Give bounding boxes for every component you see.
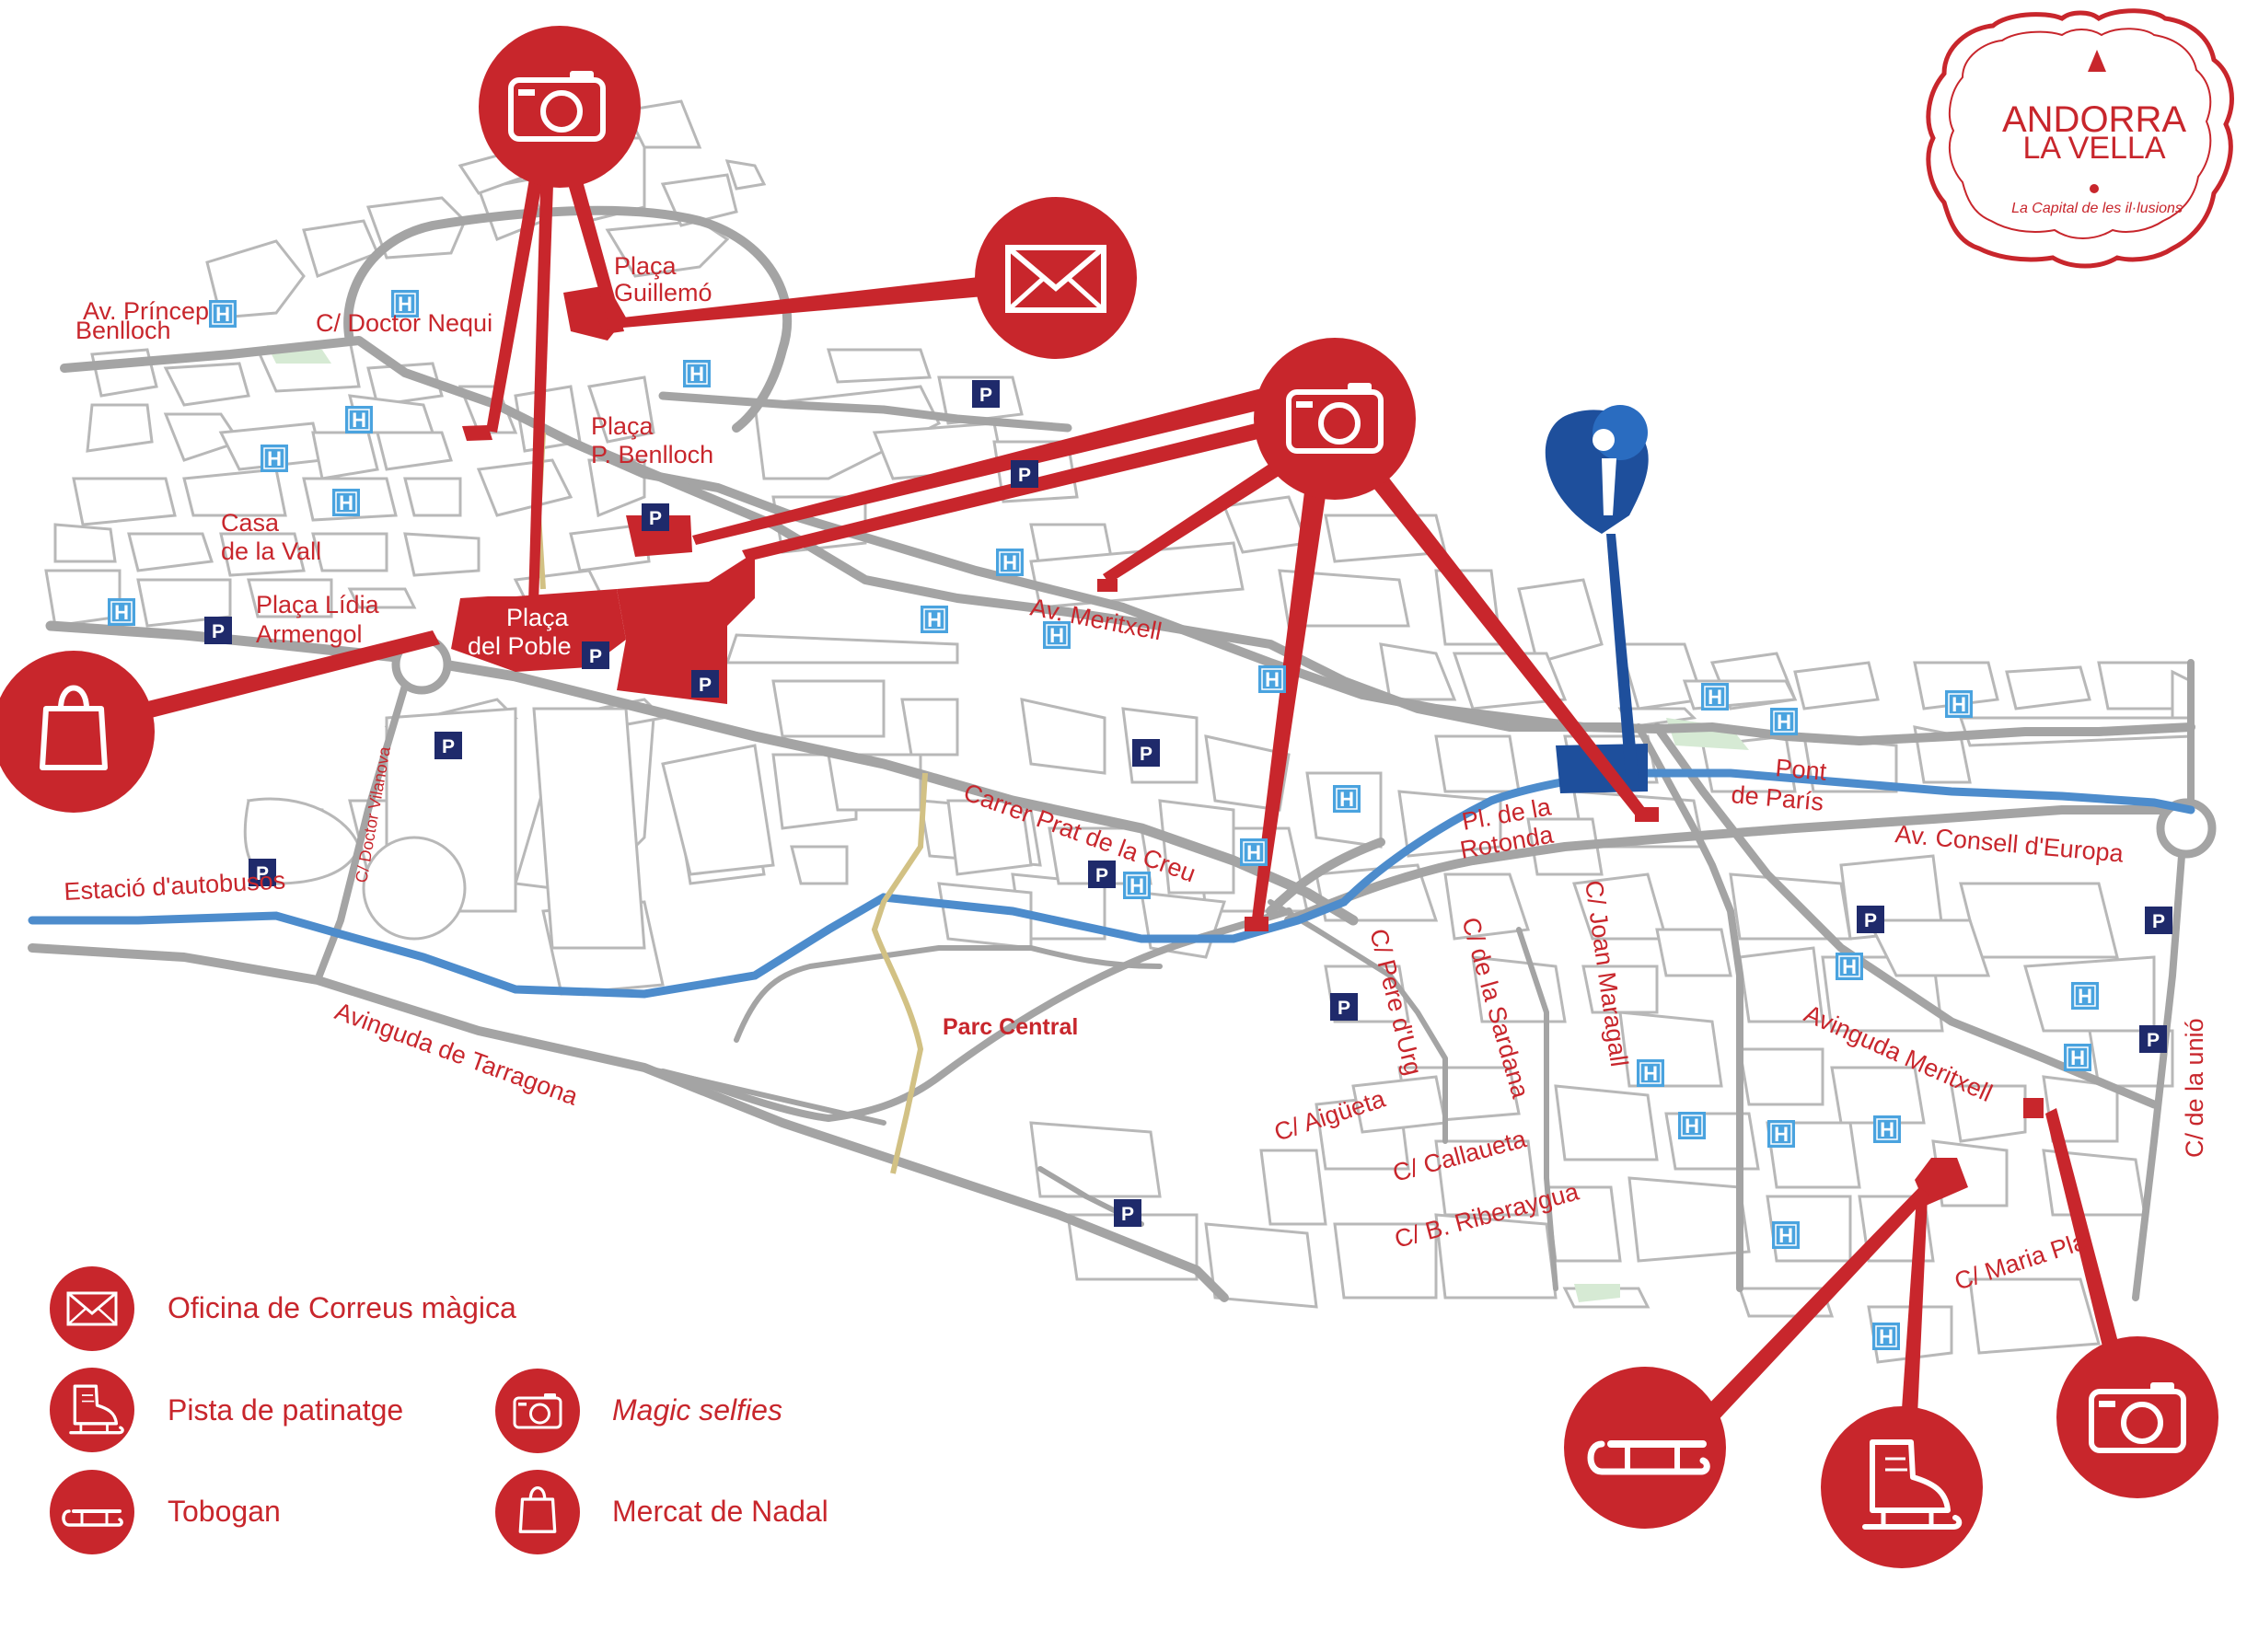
legend-item-correus: Oficina de Correus màgica [50,1266,516,1351]
hotel-icon [260,444,289,473]
camera-marker[interactable] [2056,1336,2218,1498]
footpath [871,772,928,1174]
legend-item-selfies: Magic selfies [495,1369,782,1453]
parking-icon [1114,1199,1141,1227]
hotel-icon [1771,1220,1801,1250]
hotel-icon [1239,838,1268,867]
red-marker [2023,1098,2044,1118]
label-placa-lidia: Plaça Lídia [256,591,380,618]
parking-icon [2145,907,2172,934]
hotel-icon [208,299,237,329]
hotel-icon [1700,682,1730,711]
hotel-icon [1944,689,1974,719]
hotel-icon [1872,1115,1902,1144]
logo-line-1: ANDORRA [2002,99,2186,140]
parking-icon [204,617,232,644]
label-av-princep: Benlloch [75,317,171,344]
hotel-icon [1766,1119,1796,1149]
parking-icon [434,732,462,759]
legend-label: Oficina de Correus màgica [168,1291,516,1324]
parking-icon [1088,861,1116,888]
legend-label: Mercat de Nadal [612,1495,828,1528]
parking-icon [642,503,669,531]
shopping-bag-marker[interactable] [0,651,155,813]
label-parc-central: Parc Central [943,1014,1078,1040]
label-doctor-nequi: C/ Doctor Nequi [316,309,492,337]
label-placa-guillemo: Guillemó [614,279,712,306]
sled-marker[interactable] [1564,1367,1726,1529]
legend-label: Tobogan [168,1495,281,1528]
hotel-icon [1636,1058,1665,1088]
market-area [617,552,755,704]
hotel-icon [920,605,949,634]
label-estacio: Estació d'autobusos [64,866,286,906]
hotel-icon [1769,707,1799,736]
legend-label: Pista de patinatge [168,1393,403,1427]
parking-icon [691,670,719,698]
label-placa-poble: del Poble [468,632,572,660]
hotel-icon [2070,981,2100,1011]
parking-icon [1011,460,1038,488]
legend: Oficina de Correus màgica Pista de patin… [50,1266,828,1554]
label-av-tarragona: Avinguda de Tarragona [331,997,583,1111]
legend-item-mercat: Mercat de Nadal [495,1470,828,1554]
info-marker[interactable] [1545,405,1649,534]
legend-item-patinatge: Pista de patinatge [50,1368,403,1452]
parking-icon [2139,1025,2167,1053]
green-area [1574,1284,1620,1302]
label-de-la-unio: C/ de la unió [2181,1018,2208,1158]
legend-label: Magic selfies [612,1393,782,1427]
label-av-princep: Av. Príncep [83,297,209,325]
red-marker [1097,579,1118,592]
label-placa-benlloch: Plaça [591,412,654,440]
hotel-icon [2063,1043,2092,1072]
parking-icon [1330,993,1358,1021]
hotel-icon [1835,952,1864,981]
connector-beams [110,147,2128,1436]
label-casa-vall: de la Vall [221,537,321,565]
hotel-icon [1257,664,1287,694]
label-placa-poble: Plaça [506,604,570,631]
hotel-icon [995,548,1025,577]
label-placa-lidia: Armengol [256,620,363,648]
label-placa-guillemo: Plaça [614,252,678,280]
info-beam [1606,534,1639,778]
logo-line-2: LA VELLA [2022,131,2165,166]
parking-icon [1132,739,1160,767]
hotel-icon [1332,784,1361,814]
hotel-icon [107,597,136,627]
mail-marker[interactable] [975,197,1137,359]
legend-item-tobogan: Tobogan [50,1470,281,1554]
label-casa-vall: Casa [221,509,280,537]
hotel-icon [1677,1111,1707,1140]
parking-icon [582,641,609,669]
andorra-la-vella-logo: ANDORRA LA VELLA La Capital de les il·lu… [1926,8,2234,269]
hotel-icon [1122,871,1152,900]
hotel-icon [682,359,712,388]
camera-marker[interactable] [479,26,641,188]
hotel-icon [344,405,374,434]
parking-icon [972,380,1000,408]
hotel-icon [331,488,361,517]
skate-marker[interactable] [1821,1406,1983,1568]
camera-marker[interactable] [1254,338,1416,500]
parking-icon [1857,906,1884,933]
label-placa-benlloch: P. Benlloch [591,441,713,468]
logo-tagline: La Capital de les il·lusions [2011,201,2183,216]
hotel-icon [1871,1322,1901,1351]
red-marker [1245,917,1268,931]
label-pont-paris: Pont [1774,754,1827,786]
red-marker [462,425,492,441]
